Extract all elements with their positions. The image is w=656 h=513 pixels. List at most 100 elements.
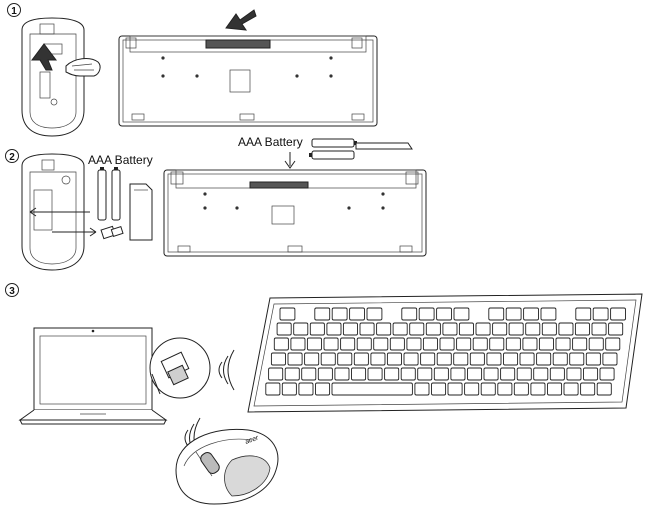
keyboard-key [320, 352, 336, 366]
keyboard-key [392, 322, 408, 336]
step-3-badge: 3 [5, 283, 19, 297]
keyboard-key [340, 337, 356, 351]
keyboard-key [575, 307, 592, 321]
keyboard-key [450, 367, 466, 381]
keyboard-key [492, 322, 508, 336]
keyboard-key [563, 382, 579, 396]
keyboard-key [367, 367, 383, 381]
keyboard-key [414, 382, 430, 396]
keyboard-key [488, 307, 505, 321]
keyboard-key [608, 322, 624, 336]
keyboard-key [298, 382, 314, 396]
keyboard-key [276, 322, 292, 336]
keyboard-key [588, 337, 604, 351]
keyboard-key [389, 337, 405, 351]
keyboard-key [306, 337, 322, 351]
keyboard-key [610, 307, 626, 321]
keyboard-key [342, 322, 358, 336]
keyboard-key [497, 382, 513, 396]
keyboard-key [458, 322, 474, 336]
keyboard-key [359, 322, 375, 336]
keyboard-key [483, 367, 499, 381]
keyboard-key [464, 382, 480, 396]
svg-text:1: 1 [11, 6, 17, 17]
keyboard-key [469, 352, 485, 366]
keyboard-key [513, 382, 529, 396]
keyboard-key [356, 337, 372, 351]
keyboard-bottom-view-2 [163, 169, 427, 257]
keyboard-key [453, 352, 469, 366]
keyboard-key [447, 382, 463, 396]
keyboard-key [439, 337, 455, 351]
keyboard-key [337, 352, 353, 366]
keyboard-key [436, 352, 452, 366]
keyboard-key [273, 337, 289, 351]
usb-receiver-icon [160, 351, 190, 386]
step-1-badge: 1 [7, 3, 21, 17]
keyboard-key [585, 352, 601, 366]
keyboard-key [480, 382, 496, 396]
keyboard-key [540, 307, 557, 321]
keyboard-key [304, 352, 320, 366]
usb-receiver-icon [100, 225, 124, 240]
keyboard-key [290, 337, 306, 351]
usb-receiver-callout [149, 337, 211, 399]
keyboard-key [366, 307, 383, 321]
keyboard-key [431, 382, 447, 396]
keyboard-key [279, 307, 296, 321]
keyboard-key [403, 352, 419, 366]
keyboard-key [409, 322, 425, 336]
keyboard-key [599, 367, 615, 381]
keyboard-key [596, 382, 612, 396]
keyboard-key [472, 337, 488, 351]
wireless-signal-icon [218, 349, 235, 391]
keyboard-key [417, 367, 433, 381]
keyboard-key [331, 382, 413, 396]
battery-icon [111, 169, 121, 221]
keyboard-key [370, 352, 386, 366]
keyboard-key [505, 337, 521, 351]
keyboard-key [541, 322, 557, 336]
keyboard-key [569, 352, 585, 366]
keyboard-key [386, 352, 402, 366]
keyboard-key [516, 367, 532, 381]
keyboard-key [418, 307, 435, 321]
mouse-bottom-batteries [21, 153, 153, 271]
keyboard-key [401, 307, 418, 321]
keyboard-key [326, 322, 342, 336]
keyboard-key [351, 367, 367, 381]
arrow-icon [225, 9, 257, 31]
mouse-icon: acer [175, 428, 279, 505]
svg-text:3: 3 [9, 286, 15, 297]
keyboard-key [530, 382, 546, 396]
keyboard-key [602, 352, 618, 366]
keyboard-battery-label: AAA Battery [238, 135, 303, 149]
keyboard-key [456, 337, 472, 351]
keyboard-keys [265, 307, 626, 396]
battery-icon [97, 169, 107, 221]
step-1: 1 [7, 3, 378, 137]
mouse-brand-logo: acer [244, 434, 260, 445]
step-2-badge: 2 [5, 149, 19, 163]
keyboard-key [373, 337, 389, 351]
keyboard-key [538, 337, 554, 351]
keyboard-key [489, 337, 505, 351]
keyboard-key [505, 307, 522, 321]
keyboard-key [533, 367, 549, 381]
keyboard-key [425, 322, 441, 336]
step-2: 2 AAA Battery [5, 135, 427, 271]
keyboard-key [400, 367, 416, 381]
keyboard-key [270, 352, 286, 366]
keyboard-key [442, 322, 458, 336]
keyboard-key [572, 337, 588, 351]
battery-icon [311, 138, 355, 148]
keyboard-key [422, 337, 438, 351]
laptop-icon [18, 327, 168, 425]
keyboard-key [433, 367, 449, 381]
keyboard-key [519, 352, 535, 366]
keyboard-key [376, 322, 392, 336]
keyboard-key [467, 367, 483, 381]
keyboard-key [566, 367, 582, 381]
keyboard-key [265, 382, 281, 396]
